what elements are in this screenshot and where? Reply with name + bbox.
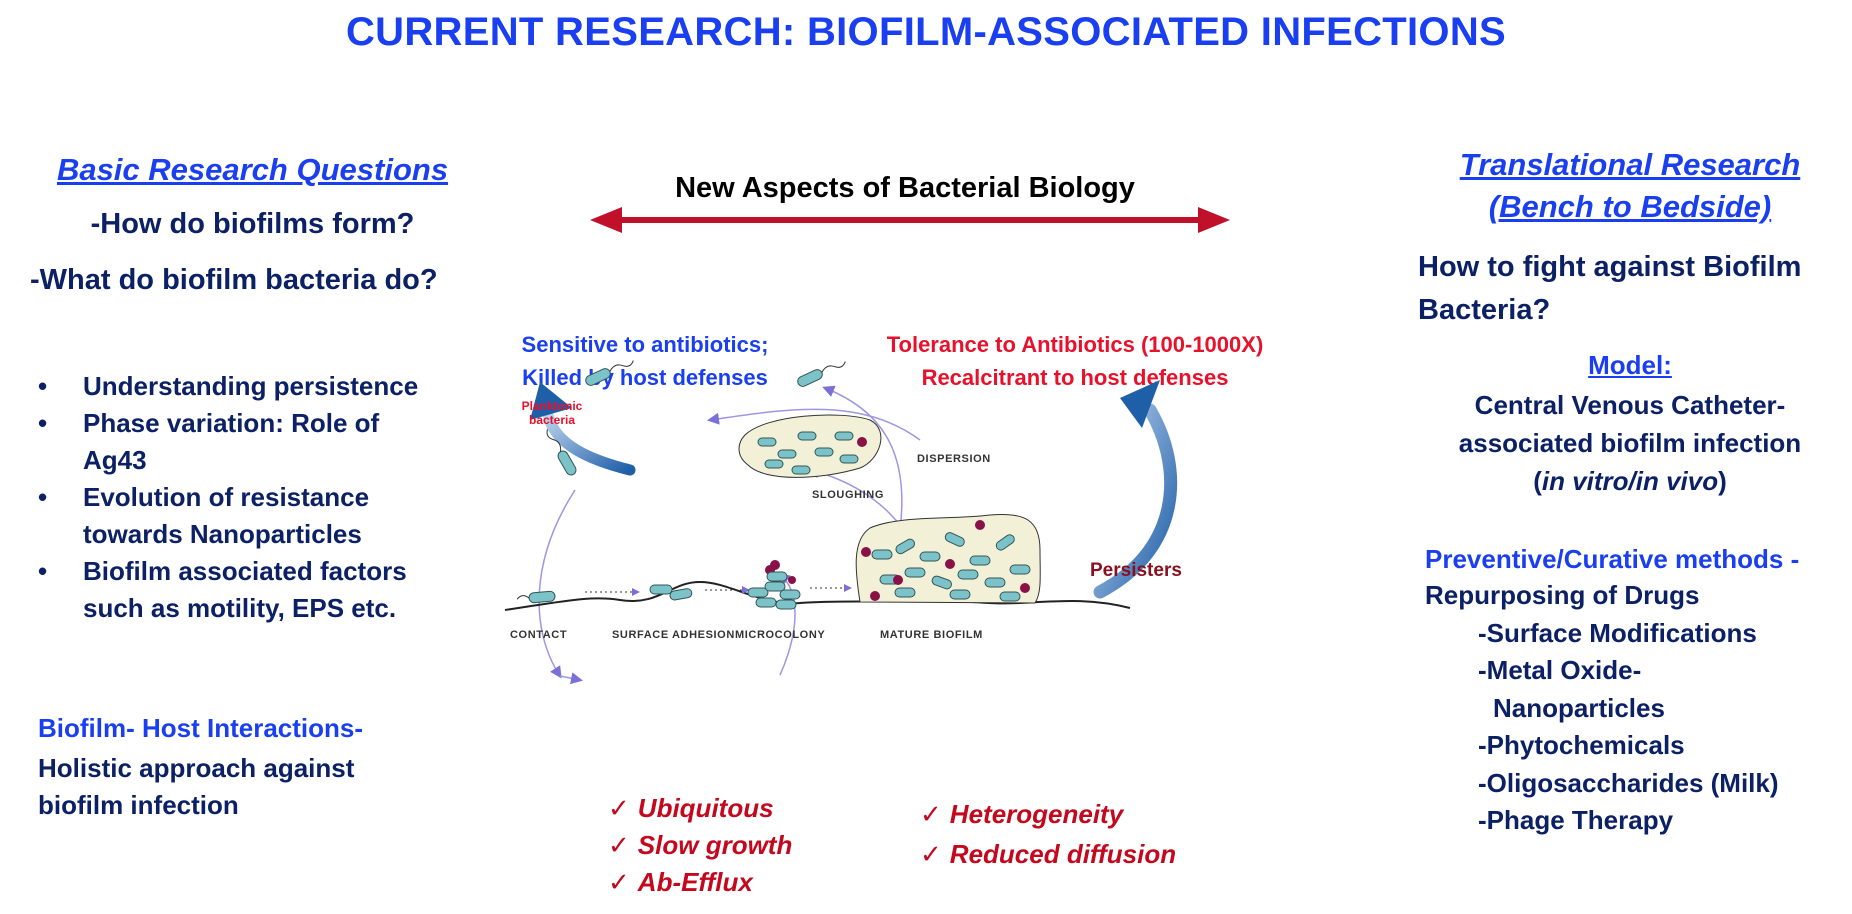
method-item: -Metal Oxide-	[1478, 655, 1642, 685]
lifecycle-arrow	[822, 385, 903, 531]
basic-research-heading[interactable]: Basic Research Questions	[56, 152, 449, 187]
method-item: -Phage Therapy	[1478, 805, 1674, 835]
sloughing-label: Sloughing	[812, 489, 884, 501]
check-item: ✓Ab-Efflux	[608, 867, 753, 897]
double-arrow-label: New Aspects of Bacterial Biology	[675, 172, 1135, 204]
lifecycle-arrow	[538, 489, 576, 679]
method-item: Nanoparticles	[1493, 692, 1665, 723]
left-blue-curved-arrow	[542, 409, 636, 476]
preventive-heading: Preventive/Curative methods -	[1425, 544, 1800, 574]
check-item: ✓Reduced diffusion	[920, 839, 1177, 869]
sloughed-cluster	[738, 414, 882, 478]
right-blue-arrowhead	[1120, 380, 1160, 428]
adhesion-cell	[669, 588, 693, 601]
page-title: CURRENT RESEARCH: BIOFILM-ASSOCIATED INF…	[345, 10, 1507, 54]
checks-right: ✓Heterogeneity ✓Reduced diffusion	[920, 794, 1176, 874]
stage-label-adhesion: Surface Adhesion	[612, 629, 735, 641]
question-1: -How do biofilms form?	[90, 208, 415, 240]
left-blue-arrowhead	[530, 382, 572, 420]
method-item: Repurposing of Drugs	[1425, 580, 1700, 610]
planktonic-cell	[797, 361, 846, 387]
research-bullets: Understanding persistence Phase variatio…	[38, 368, 478, 627]
right-blue-curved-arrow	[1093, 403, 1178, 599]
stage-label-contact: Contact	[510, 629, 567, 641]
planktonic-cell	[546, 429, 577, 476]
tolerance-text: Tolerance to Antibiotics (100-1000X) Rec…	[886, 332, 1264, 390]
mature-biofilm	[855, 513, 1041, 604]
stage-label-microcolony: Microcolony	[735, 629, 825, 641]
microcolony	[747, 560, 801, 610]
planktonic-cell	[585, 360, 634, 386]
lifecycle-arrow	[777, 573, 796, 676]
lifecycle-arrow	[707, 408, 921, 441]
sensitive-text: Sensitive to antibiotics; Killed by host…	[521, 332, 769, 390]
contact-cell	[516, 590, 556, 604]
method-item: -Surface Modifications	[1478, 617, 1757, 648]
persisters-label: Persisters	[1090, 560, 1182, 581]
translational-research-heading[interactable]: Translational Research (Bench to Bedside…	[1459, 147, 1801, 224]
bullet-item: Understanding persistence	[38, 368, 478, 405]
check-item: ✓Slow growth	[608, 830, 793, 860]
method-item: -Phytochemicals	[1478, 730, 1685, 760]
model-description: Central Venous Catheter- associated biof…	[1458, 390, 1802, 496]
stage-label-mature: Mature biofilm	[880, 629, 983, 641]
check-item: ✓Ubiquitous	[608, 793, 774, 823]
model-label[interactable]: Model:	[1588, 350, 1672, 380]
check-item: ✓Heterogeneity	[920, 799, 1124, 829]
lifecycle-arrow	[559, 672, 583, 685]
adhesion-cell	[649, 584, 673, 595]
host-interactions-text: Holistic approach against biofilm infect…	[38, 753, 355, 820]
double-arrow	[590, 207, 1230, 233]
fight-question: How to fight against Biofilm Bacteria?	[1418, 251, 1802, 326]
host-interactions-heading: Biofilm- Host Interactions-	[38, 713, 364, 743]
checks-left: ✓Ubiquitous ✓Slow growth ✓Ab-Efflux	[608, 790, 792, 901]
method-item: -Oligosaccharides (Milk)	[1478, 767, 1779, 798]
question-2: -What do biofilm bacteria do?	[30, 264, 438, 296]
dispersion-label: Dispersion	[917, 453, 991, 465]
methods-list: Repurposing of Drugs -Surface Modificati…	[1425, 577, 1779, 840]
